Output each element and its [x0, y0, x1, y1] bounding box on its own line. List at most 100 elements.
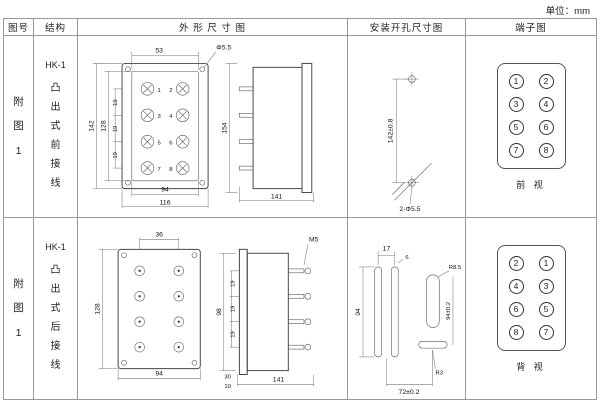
terminal-circle: 5 — [508, 119, 524, 135]
terminal-circle: 1 — [538, 255, 554, 271]
terminal-circle: 6 — [538, 119, 554, 135]
terminal-box-rear: 2 1 4 3 6 5 8 7 — [496, 244, 566, 351]
dim-label: 128 — [94, 303, 101, 315]
structure-cell-2: HK-1 凸出式后接线 — [34, 218, 78, 399]
view-caption-rear: 背 视 — [516, 361, 546, 372]
terminal-circle: 7 — [508, 142, 524, 158]
dim-label: 19 — [230, 331, 236, 338]
terminal-number: 7 — [543, 327, 549, 337]
header-mounting-dims: 安装开孔尺寸图 — [348, 19, 466, 36]
dim-label: 154 — [221, 122, 228, 134]
dim-label: 36 — [155, 231, 163, 238]
dim-label: 2-Φ5.5 — [399, 206, 420, 213]
figure-number-1: 附图1 — [13, 96, 24, 157]
front-view: 1 2 3 4 5 6 7 8 — [121, 62, 209, 189]
header-figure-no: 图号 — [4, 19, 34, 36]
terminal-circle: 6 — [508, 301, 524, 317]
dim-label: 116 — [159, 199, 170, 206]
outline-drawing-front-wiring: 1 2 3 4 5 6 7 8 53 Φ5.5 142 — [88, 44, 314, 208]
dim-label: R3 — [435, 370, 443, 376]
terminal-diagram-cell-2: 2 1 4 3 6 5 8 7 背 视 — [466, 218, 596, 399]
terminal-number: 1 — [543, 258, 549, 268]
dim-label: 19 — [113, 125, 119, 132]
dim-label: 94±0.2 — [446, 302, 452, 320]
terminal-number: 5 — [513, 122, 519, 132]
dim-label: M5 — [308, 236, 318, 243]
mounting-hole-drawing-rear-wiring: 17 6 94 R8.5 94±0.2 R3 72±0.2 — [355, 245, 462, 396]
dim-label: 3 — [157, 114, 160, 120]
terminal-number: 6 — [513, 304, 519, 314]
dim-label: 6 — [169, 140, 172, 146]
dim-label: 7 — [157, 167, 160, 173]
model-name-2: HK-1 — [45, 242, 66, 252]
dim-label: 53 — [155, 47, 163, 54]
dim-label: Φ5.5 — [216, 44, 231, 51]
terminal-diagram-cell-1: 1 2 3 4 5 6 7 8 前 视 — [466, 36, 596, 218]
terminal-number: 3 — [543, 281, 549, 291]
terminal-circle: 1 — [508, 73, 524, 89]
dim-label: 94 — [155, 370, 163, 377]
dim-label: 94 — [161, 186, 169, 193]
dim-label: 141 — [270, 193, 282, 200]
terminal-number: 8 — [543, 145, 549, 155]
dim-label: 4 — [169, 114, 173, 120]
dim-label: 19 — [230, 305, 236, 312]
dim-label: 72±0.2 — [398, 389, 419, 396]
outline-drawing-cell-1: 1 2 3 4 5 6 7 8 53 Φ5.5 142 — [78, 36, 348, 218]
terminal-circle: 5 — [538, 301, 554, 317]
terminal-number: 4 — [543, 99, 549, 109]
terminal-circle: 4 — [538, 96, 554, 112]
header-outline-dims: 外 形 尺 寸 图 — [78, 19, 348, 36]
side-view — [238, 62, 312, 193]
dim-label: R8.5 — [448, 264, 461, 270]
structure-desc-1: 凸出式前接线 — [50, 83, 61, 189]
terminal-number: 7 — [513, 145, 519, 155]
terminal-circle: 3 — [508, 96, 524, 112]
terminal-screws — [133, 265, 184, 352]
figure-number-cell-2: 附图1 — [4, 218, 34, 399]
dim-label: 5 — [157, 140, 161, 146]
side-view-dimensions: 154 141 — [221, 62, 314, 202]
terminal-number: 2 — [513, 258, 519, 268]
terminal-circle: 8 — [538, 142, 554, 158]
model-name-1: HK-1 — [45, 60, 66, 70]
dim-label: 19 — [113, 99, 119, 106]
terminal-number: 3 — [513, 99, 519, 109]
terminal-circle: 2 — [508, 255, 524, 271]
terminal-box-front: 1 2 3 4 5 6 7 8 — [496, 62, 566, 169]
header-terminal-diagram: 端子图 — [466, 19, 596, 36]
dim-label: 30 — [224, 374, 231, 380]
terminal-circle: 2 — [538, 73, 554, 89]
dim-label: 1 — [157, 87, 160, 93]
dim-label: 141 — [272, 376, 284, 383]
dim-label: 6 — [405, 255, 408, 261]
terminal-number: 8 — [513, 327, 519, 337]
dim-label: 142±0.8 — [387, 118, 394, 143]
dim-label: 142 — [88, 120, 95, 132]
spec-table: 图号 结构 外 形 尺 寸 图 安装开孔尺寸图 端子图 附图1 HK-1 凸出式… — [3, 18, 597, 400]
dim-label: 17 — [382, 245, 390, 252]
terminal-number: 2 — [543, 76, 549, 86]
outline-drawing-rear-wiring: 36 128 94 M5 — [94, 231, 318, 390]
dim-label: 19 — [230, 280, 236, 287]
mounting-hole-drawing-front-wiring: 142±0.8 2-Φ5.5 — [387, 71, 432, 213]
rear-view-dimensions: 36 128 94 — [94, 231, 201, 380]
mounting-drawing-cell-1: 142±0.8 2-Φ5.5 — [348, 36, 466, 218]
dim-label: 19 — [113, 152, 119, 159]
mounting-drawing-cell-2: 17 6 94 R8.5 94±0.2 R3 72±0.2 — [348, 218, 466, 399]
terminal-number: 6 — [543, 122, 549, 132]
terminal-screws — [140, 81, 189, 175]
outline-drawing-cell-2: 36 128 94 M5 — [78, 218, 348, 399]
view-caption-front: 前 视 — [516, 179, 546, 190]
structure-cell-1: HK-1 凸出式前接线 — [34, 36, 78, 218]
side-view-dimensions: M5 98 19 19 19 30 10 141 — [215, 236, 318, 390]
terminal-circle: 3 — [538, 278, 554, 294]
terminal-number: 4 — [513, 281, 519, 291]
front-view-dimensions: 53 Φ5.5 142 128 19 19 19 — [88, 44, 231, 208]
terminal-circle: 8 — [508, 324, 524, 340]
structure-desc-2: 凸出式后接线 — [50, 265, 61, 371]
figure-number-2: 附图1 — [13, 278, 24, 339]
side-view — [238, 248, 311, 375]
rear-view — [117, 248, 201, 369]
unit-label: 单位：mm — [545, 6, 590, 17]
